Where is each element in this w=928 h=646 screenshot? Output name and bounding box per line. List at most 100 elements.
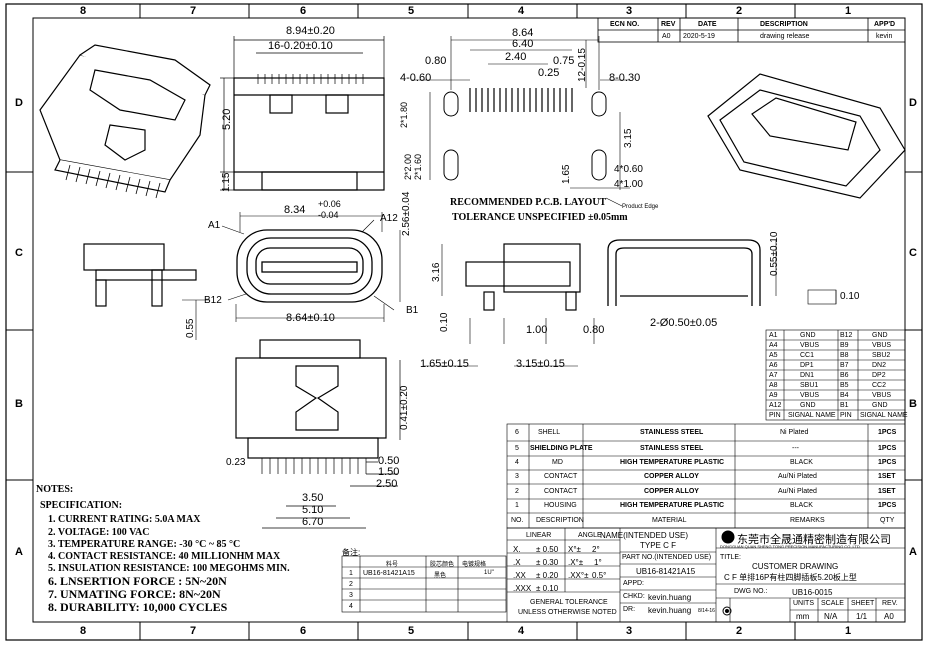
dim-pcb-315: 3.15 [623, 128, 634, 148]
dim-pcb-4-060: 4-0.60 [400, 72, 432, 84]
dim-front-tol-plus: +0.06 [318, 199, 341, 209]
tol-cell: .X°± [568, 558, 584, 567]
pin-cell: A4 [769, 342, 778, 349]
bom-cell: STAINLESS STEEL [640, 445, 704, 452]
subtitle: C F 单排16P有柱四脚插板5.20板上型 [724, 573, 857, 582]
bom-cell: 1PCS [878, 429, 897, 436]
bom-header: NO. [511, 517, 524, 524]
pin-cell: DN2 [872, 362, 887, 369]
dim-shell-055: 0.55±0.10 [769, 231, 780, 276]
pin-cell: B4 [840, 392, 849, 399]
tol-angle: ANGLE [578, 532, 602, 539]
zone-bottom-1: 1 [845, 625, 852, 637]
bom-header: DESCRIPTION [536, 517, 584, 524]
bom-cell: COPPER ALLOY [644, 488, 699, 495]
bom-cell: Au/Ni Plated [778, 473, 817, 480]
scale-label: SCALE [821, 600, 844, 607]
tol-cell: X. [513, 545, 521, 554]
note-item: 7. UNMATING FORCE: 8N~20N [48, 587, 221, 601]
pcb-product-edge: Product Edge [622, 204, 659, 210]
remark-header: 胶芯颜色 [430, 562, 455, 568]
zone-top-3: 3 [626, 5, 633, 17]
dim-side-315: 3.15±0.15 [516, 358, 565, 370]
remark-header: 料号 [386, 562, 399, 568]
dim-pcb-640: 6.40 [512, 38, 534, 50]
note-item: 8. DURABILITY: 10,000 CYCLES [48, 600, 228, 614]
zone-top-1: 1 [845, 5, 852, 17]
bom-cell: --- [792, 445, 799, 452]
rev-header-ecn: ECN NO. [610, 21, 640, 28]
pin-label-b1: B1 [406, 305, 419, 316]
zone-bottom-8: 8 [80, 625, 87, 637]
dim-pcb-4x060: 4*0.60 [614, 164, 643, 175]
pin-cell: B7 [840, 362, 849, 369]
zone-top-4: 4 [518, 5, 525, 17]
pin-cell: A12 [769, 402, 782, 409]
dim-pcb-8-030: 8-0.30 [609, 72, 641, 84]
bom-cell: 4 [515, 459, 519, 466]
pin-cell: CC1 [800, 352, 815, 359]
note-item: 3. TEMPERATURE RANGE: -30 °C ~ 85 °C [48, 539, 241, 550]
dim-pcb-864: 8.64 [512, 27, 534, 39]
tol-cell: ± 0.10 [536, 584, 559, 593]
rev-header-description: DESCRIPTION [760, 21, 808, 28]
remark-cell: 2 [349, 581, 353, 588]
pcb-layout-title: RECOMMENDED P.C.B. LAYOUT [450, 197, 607, 208]
zone-right-c: C [909, 247, 917, 259]
pin-cell: SBU2 [872, 352, 891, 359]
dim-pcb-12-015: 12-0.15 [577, 48, 588, 82]
units-value: mm [796, 612, 810, 621]
tol-linear: LINEAR [526, 532, 552, 539]
note-item: 5. INSULATION RESISTANCE: 100 MEGOHMS MI… [48, 563, 290, 574]
tol-cell: X°± [568, 545, 581, 554]
pin-cell: GND [872, 402, 888, 409]
zone-bottom-6: 6 [300, 625, 307, 637]
pcb-layout-tolerance: TOLERANCE UNSPECIFIED ±0.05mm [452, 212, 628, 223]
dim-front-tol-minus: -0.04 [318, 210, 339, 220]
pin-cell: A1 [769, 332, 778, 339]
pin-label-a1: A1 [208, 220, 221, 231]
pin-cell: A6 [769, 362, 778, 369]
tol-cell: 2° [592, 545, 600, 554]
bom-cell: Au/Ni Plated [778, 488, 817, 495]
tol-cell: 1° [594, 558, 602, 567]
pin-cell: A5 [769, 352, 778, 359]
bom-cell: Ni Plated [780, 429, 809, 436]
scale-value: N/A [824, 612, 838, 621]
bom-cell: 1PCS [878, 502, 897, 509]
zone-bottom-2: 2 [736, 625, 743, 637]
bom-cell: 1 [515, 502, 519, 509]
zone-top-7: 7 [190, 5, 197, 17]
dim-side-010: 0.10 [439, 312, 450, 332]
remark-header: 电镀规格 [462, 562, 487, 568]
bom-cell: BLACK [790, 502, 813, 509]
rev-header-rev: REV [661, 21, 676, 28]
dim-front-864: 8.64±0.10 [286, 312, 335, 324]
zone-left-a: A [15, 546, 23, 558]
note-item: 2. VOLTAGE: 100 VAC [48, 527, 150, 538]
appd-label: APPD: [623, 580, 645, 587]
pin-cell: VBUS [872, 342, 892, 349]
tol-cell: ± 0.50 [536, 545, 559, 554]
pin-cell: B5 [840, 382, 849, 389]
zone-top-2: 2 [736, 5, 743, 17]
bom-cell: CONTACT [544, 473, 578, 480]
bom-cell: STAINLESS STEEL [640, 429, 704, 436]
bom-cell: 5 [515, 445, 519, 452]
dim-bot-670: 6.70 [302, 516, 324, 528]
zone-left-b: B [15, 398, 23, 410]
pin-label-a12: A12 [380, 213, 398, 224]
dim-bot-023: 0.23 [226, 457, 246, 468]
dim-side-520: 5.20 [221, 108, 233, 130]
title-value: CUSTOMER DRAWING [752, 562, 839, 571]
dwg-label: DWG NO.: [734, 588, 768, 595]
notes-spec: SPECIFICATION: [40, 500, 123, 511]
zone-right-a: A [909, 546, 917, 558]
dim-pcb-2x180: 2*1.80 [399, 101, 409, 128]
pin-cell: GND [800, 402, 816, 409]
tol-cell: 0.5° [592, 571, 607, 580]
sheet-value: 1/1 [856, 612, 868, 621]
zone-bottom-7: 7 [190, 625, 197, 637]
dim-flatness: 0.10 [840, 291, 860, 302]
